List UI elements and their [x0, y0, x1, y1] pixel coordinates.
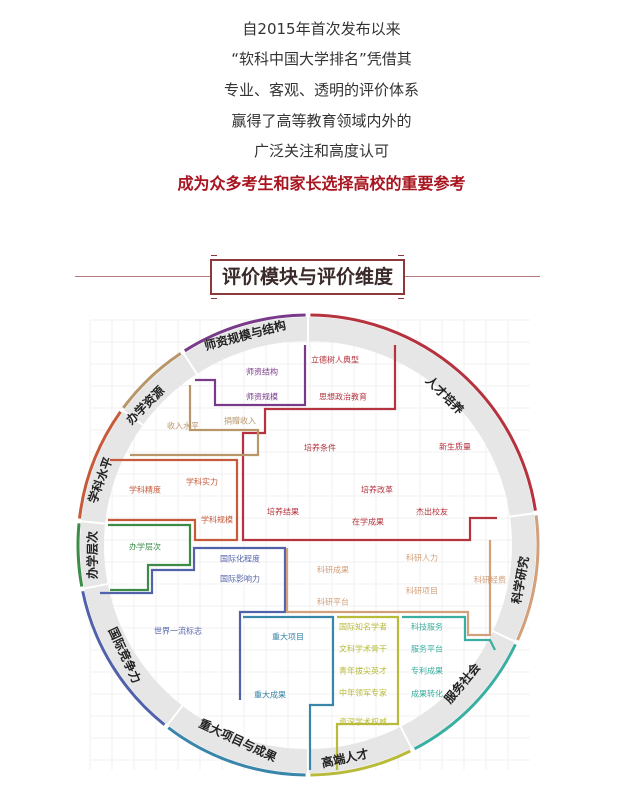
- dimension-label: 成果转化: [411, 689, 443, 699]
- dimension-label: 科研项目: [406, 586, 438, 596]
- ring-separator: [164, 705, 184, 728]
- dimension-label: 办学层次: [129, 542, 161, 552]
- module-label: 办学层次: [85, 530, 100, 580]
- dimension-label: 青年拔尖英才: [339, 666, 387, 676]
- module-arc-level: [76, 523, 84, 587]
- dimension-label: 中年领军专家: [339, 688, 387, 698]
- dimension-label: 杰出校友: [416, 507, 448, 517]
- region-outline-projects: [243, 615, 335, 770]
- region-outline-discipline: [108, 458, 239, 542]
- module-arc-talent: [310, 313, 537, 511]
- dimension-label: 科研成果: [317, 565, 349, 575]
- region-outline-research: [285, 540, 492, 637]
- dimension-label: 立德树人典型: [311, 355, 359, 365]
- dimension-label: 服务平台: [411, 644, 443, 654]
- ring-separator: [78, 519, 106, 525]
- dimension-label: 师资结构: [246, 367, 278, 377]
- dimension-label: 专利成果: [411, 666, 443, 676]
- region-outline-service: [402, 615, 496, 651]
- divider: [405, 276, 540, 277]
- module-arc-discipline: [78, 410, 122, 519]
- dimension-label: 国际影响力: [220, 574, 260, 584]
- dimension-label: 世界一流标志: [154, 626, 202, 636]
- region-outline-intl: [100, 546, 287, 700]
- dimension-label: 收入水平: [167, 421, 199, 431]
- dimension-label: 培养结果: [267, 507, 299, 517]
- region-outline-level: [108, 523, 192, 592]
- dimension-label: 国际知名学者: [339, 622, 387, 632]
- dimension-label: 科研平台: [317, 597, 349, 607]
- dimension-label: 师资规模: [246, 392, 278, 402]
- dimension-label: 思想政治教育: [319, 392, 367, 402]
- module-arc-faculty: [183, 313, 306, 353]
- ring-separator: [492, 630, 518, 644]
- dimension-label: 国际化程度: [220, 554, 260, 564]
- module-arc-elite: [310, 749, 411, 777]
- dimension-label: 培养条件: [304, 443, 336, 453]
- divider: [75, 276, 210, 277]
- section-title: 评价模块与评价维度: [210, 255, 405, 299]
- dimension-label: 捐赠收入: [224, 416, 256, 426]
- ring-separator: [399, 726, 414, 752]
- dimension-label: 学科实力: [186, 477, 218, 487]
- dimension-label: 培养改革: [361, 485, 393, 495]
- module-arc-intl: [81, 590, 166, 726]
- dimension-label: 科研经费: [474, 575, 506, 585]
- module-arc-projects: [167, 726, 306, 777]
- dimension-label: 学科规模: [201, 515, 233, 525]
- dimension-label: 文科学术骨干: [339, 644, 387, 654]
- intro-line: “软科中国大学排名”凭借其: [231, 50, 412, 68]
- region-outline-resources: [130, 385, 260, 457]
- dimension-label: 科技服务: [411, 622, 443, 632]
- region-outline-talent: [241, 345, 497, 542]
- dimension-label: 学科精度: [129, 485, 161, 495]
- ring-separator: [81, 582, 108, 591]
- intro-line: 专业、客观、透明的评价体系: [223, 81, 419, 99]
- module-arc-service: [413, 643, 517, 751]
- ring-separator: [181, 350, 198, 375]
- intro-line: 赢得了高等教育领域内外的: [231, 112, 412, 130]
- ring-separator: [120, 408, 144, 426]
- intro-line: 广泛关注和高度认可: [253, 142, 389, 160]
- highlight-text: 成为众多考生和家长选择高校的重要参考: [177, 174, 466, 193]
- region-outline-elite: [335, 615, 400, 770]
- dimension-label: 科研人力: [406, 553, 438, 563]
- dimension-label: 重大项目: [272, 632, 304, 642]
- region-outline-faculty: [195, 345, 307, 407]
- dimension-label: 新生质量: [439, 442, 471, 452]
- ring-separator: [509, 511, 537, 518]
- dimension-label: 资深学术权威: [339, 717, 387, 727]
- dimension-label: 重大成果: [254, 690, 286, 700]
- module-arc-resources: [122, 352, 182, 409]
- intro-line: 自2015年首次发布以来: [242, 20, 401, 38]
- module-arc-research: [516, 515, 540, 641]
- dimension-label: 在学成果: [352, 517, 384, 527]
